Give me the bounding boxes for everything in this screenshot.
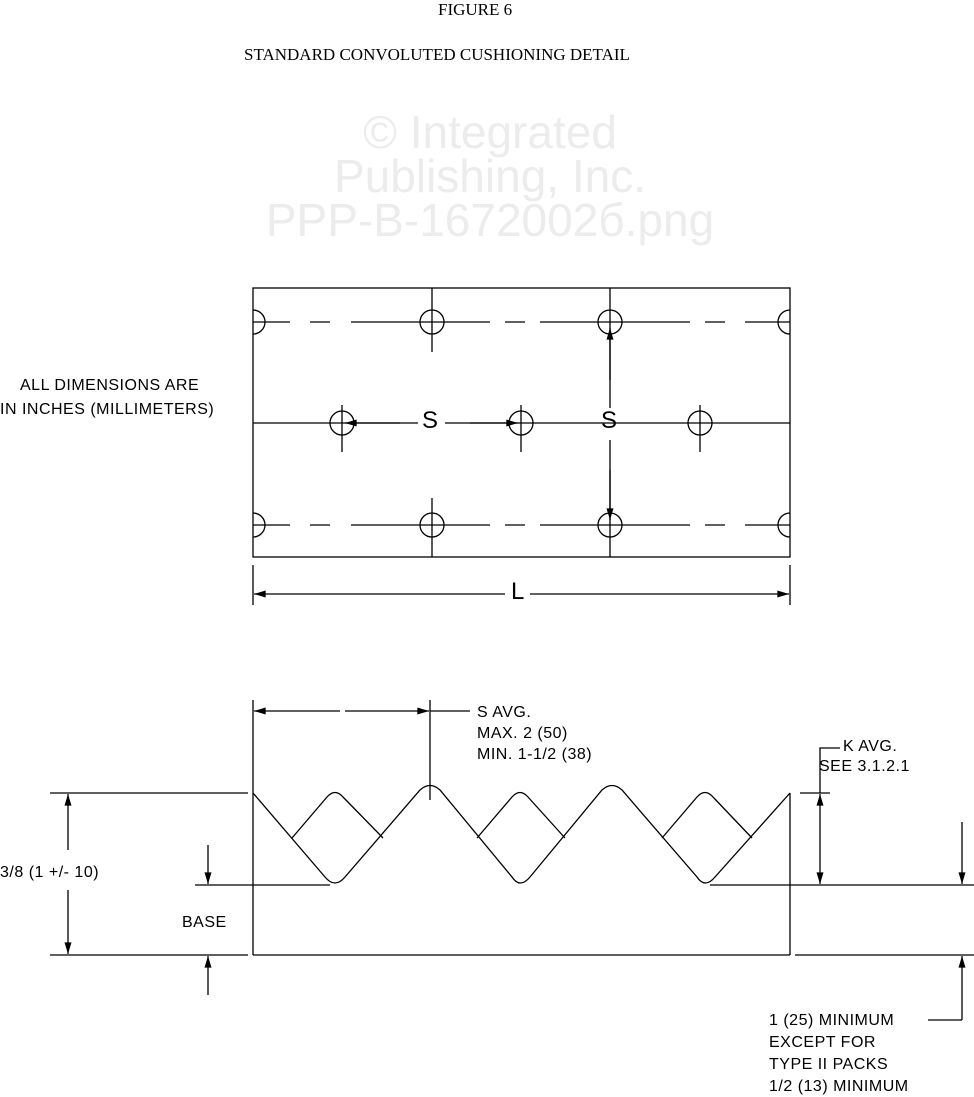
- profile-view: [50, 700, 974, 1021]
- watermark: © Integrated Publishing, Inc. PPP-B-1672…: [180, 106, 800, 246]
- s-avg-label: S AVG. MAX. 2 (50) MIN. 1-1/2 (38): [477, 702, 592, 765]
- watermark-line: PPP-B-1672002б.png: [265, 194, 715, 246]
- base-min-line: EXCEPT FOR: [769, 1034, 876, 1051]
- base-min-line: 1/2 (13) MINIMUM: [769, 1078, 909, 1095]
- k-avg-ref: SEE 3.1.2.1: [819, 758, 910, 775]
- height-label: 3/8 (1 +/- 10): [0, 862, 100, 883]
- base-min-line: 1 (25) MINIMUM: [769, 1012, 895, 1029]
- figure-title: STANDARD CONVOLUTED CUSHIONING DETAIL: [244, 45, 630, 64]
- figure-number: FIGURE 6: [438, 0, 513, 19]
- s-avg-min: MIN. 1-1/2 (38): [477, 746, 593, 763]
- s-avg-line: S AVG.: [477, 704, 532, 721]
- watermark-line: Publishing, Inc.: [334, 150, 646, 202]
- s-horizontal-label: S: [422, 407, 439, 434]
- length-label: L: [511, 578, 525, 605]
- k-avg-line: K AVG.: [843, 738, 898, 755]
- s-avg-max: MAX. 2 (50): [477, 725, 568, 742]
- base-min-note: 1 (25) MINIMUM EXCEPT FOR TYPE II PACKS …: [769, 1010, 909, 1097]
- base-label: BASE: [182, 914, 227, 931]
- note-line: IN INCHES (MILLIMETERS): [0, 401, 215, 418]
- plan-view: [252, 287, 791, 605]
- k-avg-label: K AVG. SEE 3.1.2.1: [819, 737, 910, 777]
- note-line: ALL DIMENSIONS ARE: [20, 377, 200, 394]
- s-vertical-label: S: [601, 407, 618, 434]
- base-min-line: TYPE II PACKS: [769, 1056, 889, 1073]
- watermark-line: © Integrated: [363, 106, 617, 158]
